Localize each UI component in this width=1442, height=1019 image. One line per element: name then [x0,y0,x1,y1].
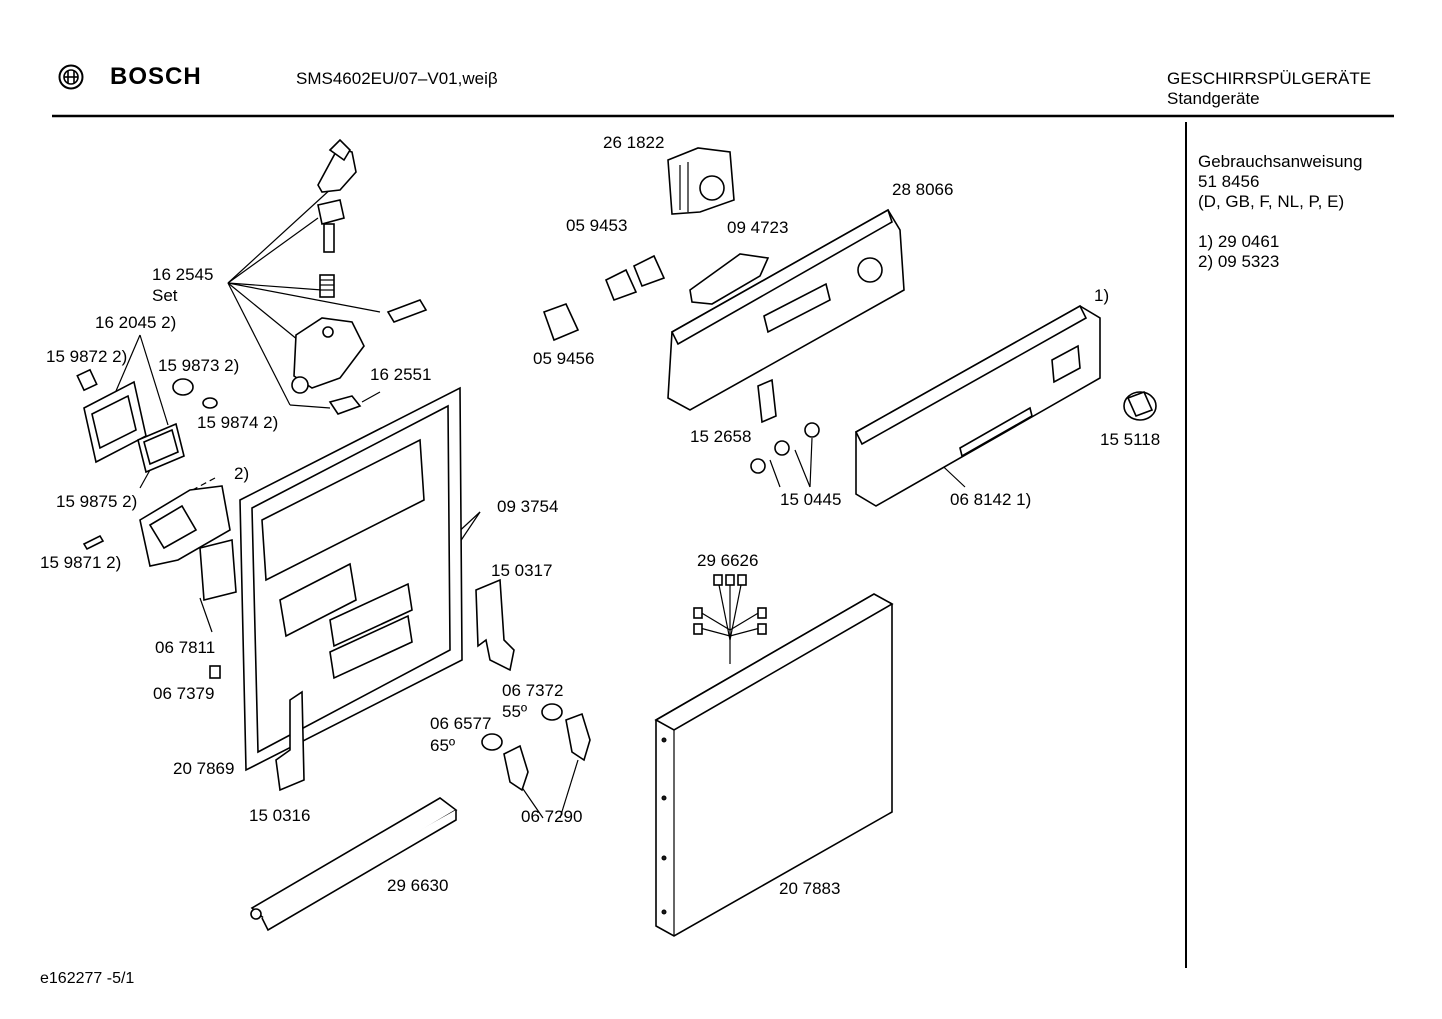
part-label-059456: 05 9456 [533,349,595,368]
part-label-094723: 09 4723 [727,218,789,237]
part-label-65-degrees: 65º [430,736,456,755]
part-label-note-1: 1) [1094,286,1110,305]
part-label-207883: 20 7883 [779,879,841,898]
programme-knob-part [1123,390,1157,421]
bottom-strip-part [250,797,458,932]
gasket-ring-part [137,422,185,474]
nut-part [172,378,194,396]
washer-part [202,397,218,409]
part-label-059453: 05 9453 [566,216,628,235]
switch-single-part [542,302,580,342]
pin-part [386,299,428,323]
push-button-part [750,378,820,474]
part-label-067290: 06 7290 [521,807,583,826]
programme-timer-part [667,147,735,215]
left-hinge-part [275,690,305,792]
part-label-066577: 06 6577 [430,714,492,733]
manual-title: Gebrauchsanweisung [1198,152,1363,171]
cable-harness-part [693,574,767,664]
spring-part [319,274,335,298]
thermostat-clip-right-part [565,712,591,762]
part-label-159875: 15 9875 2) [56,492,138,511]
control-panel-carrier-part [667,208,905,411]
door-lock-module-part [139,485,231,567]
note-2: 2) 09 5323 [1198,252,1280,271]
category-subtitle: Standgeräte [1167,89,1260,108]
small-nut-part [209,665,221,679]
note-1: 1) 29 0461 [1198,232,1280,251]
latch-slider-part [317,199,345,253]
model-number: SMS4602EU/07–V01,weiβ [296,69,498,88]
category-title: GESCHIRRSPÜLGERÄTE [1167,69,1372,88]
part-label-159874: 15 9874 2) [197,413,279,432]
part-label-162045: 16 2045 2) [95,313,177,332]
part-label-152658: 15 2658 [690,427,752,446]
part-label-note-2: 2) [234,464,250,483]
part-label-150316: 15 0316 [249,806,311,825]
part-label-067379: 06 7379 [153,684,215,703]
part-label-55-degrees: 55º [502,702,528,721]
switch-pair-part [604,254,666,302]
fascia-panel-part [854,304,1101,507]
latch-block-part [328,395,362,415]
part-label-159872: 15 9872 2) [46,347,128,366]
part-label-207869: 20 7869 [173,759,235,778]
part-label-067811: 06 7811 [155,638,216,657]
part-label-296630: 29 6630 [387,876,449,895]
display-window-part [689,253,770,305]
drawing-code: e162277 -5/1 [40,970,135,987]
part-label-159871: 15 9871 2) [40,553,122,572]
screw-part [82,534,105,551]
outer-door-panel-part [654,593,894,937]
inner-door-panel-part [239,386,463,772]
thermostat-65-part [481,733,503,751]
part-label-067372: 06 7372 [502,681,564,700]
part-label-159873: 15 9873 2) [158,356,240,375]
thermostat-clip-left-part [503,744,529,792]
door-lock-housing-part [291,317,365,394]
frame-cover-part [83,380,147,464]
part-label-set: Set [152,286,178,305]
part-label-155118: 15 5118 [1100,430,1161,449]
bosch-logo [58,64,84,90]
part-label-288066: 28 8066 [892,180,954,199]
bosch-armature-logo-icon [58,64,84,90]
clip-bracket-part [317,138,357,193]
gasket-part [199,538,237,602]
part-label-150317: 15 0317 [491,561,553,580]
part-label-162551: 16 2551 [370,365,432,384]
part-label-150445: 15 0445 [780,490,842,509]
part-label-261822: 26 1822 [603,133,665,152]
part-label-296626: 29 6626 [697,551,759,570]
brand-name: BOSCH [110,63,202,90]
manual-languages: (D, GB, F, NL, P, E) [1198,192,1345,211]
screw-small-part [76,368,98,392]
part-label-068142: 06 8142 1) [950,490,1032,509]
part-label-162545: 16 2545 [152,265,214,284]
right-hinge-part [475,578,515,672]
thermostat-55-part [541,703,563,721]
part-label-093754: 09 3754 [497,497,559,516]
manual-number: 51 8456 [1198,172,1260,191]
